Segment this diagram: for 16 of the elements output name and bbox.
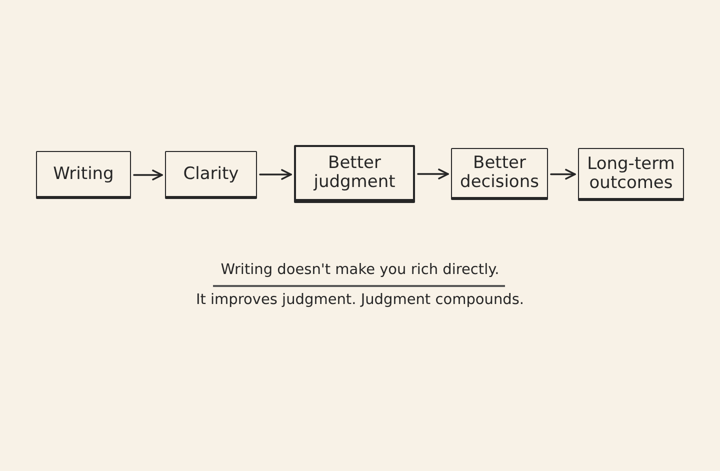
arrow [259, 169, 292, 180]
process-box [165, 151, 257, 199]
box-label: Better decisions [459, 154, 540, 192]
box-label: Better judgment [312, 154, 396, 192]
arrow [417, 168, 449, 180]
arrow [133, 170, 163, 180]
box-label: Writing [53, 164, 114, 184]
process-box [451, 148, 548, 200]
box-label: Long-term outcomes [586, 154, 676, 192]
process-box [578, 148, 684, 201]
arrow [550, 168, 576, 180]
box-label: Clarity [183, 164, 239, 184]
process-box [294, 145, 415, 203]
note-text: It improves judgment. Judgment compounds. [196, 291, 524, 309]
process-box [36, 151, 131, 199]
note-text: Writing doesn't make you rich directly. [220, 261, 500, 279]
